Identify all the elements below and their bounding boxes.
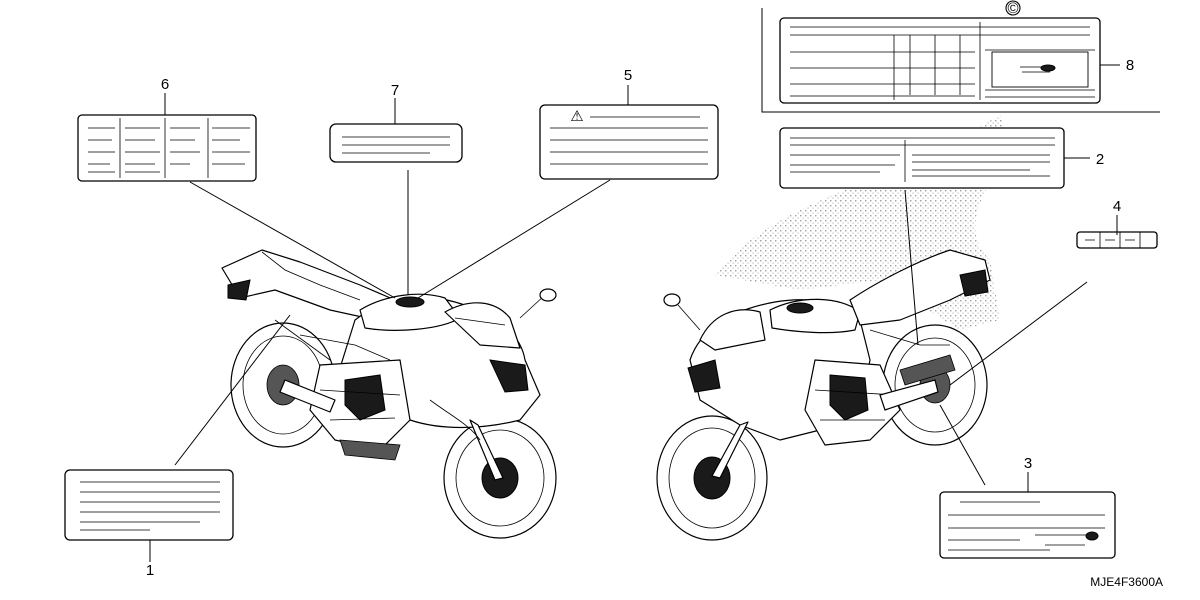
warning-icon: ⚠ bbox=[570, 108, 583, 125]
motorcycle-right-view bbox=[656, 249, 991, 541]
callout-6: 6 bbox=[161, 76, 169, 93]
label-1 bbox=[64, 469, 234, 541]
callout-3: 3 bbox=[1024, 455, 1032, 472]
label-8-panel: © bbox=[761, 0, 1160, 113]
callout-7: 7 bbox=[391, 82, 399, 99]
label-7 bbox=[329, 123, 463, 163]
label-3 bbox=[939, 491, 1116, 559]
leader-lines bbox=[149, 85, 1118, 562]
callout-1: 1 bbox=[146, 562, 154, 579]
label-2 bbox=[779, 127, 1090, 189]
copyright-icon: © bbox=[1007, 0, 1018, 17]
label-4 bbox=[1076, 231, 1158, 249]
label-5: ⚠ bbox=[539, 104, 719, 180]
callout-5: 5 bbox=[624, 67, 632, 84]
callout-numbers: 1 2 3 4 5 6 7 8 bbox=[146, 57, 1134, 579]
callout-2: 2 bbox=[1096, 151, 1104, 168]
callout-4: 4 bbox=[1113, 198, 1121, 215]
motorcycle-left-view bbox=[221, 249, 557, 539]
diagram-code: MJE4F3600A bbox=[1090, 575, 1163, 589]
callout-8: 8 bbox=[1126, 57, 1134, 74]
label-6 bbox=[77, 114, 257, 182]
